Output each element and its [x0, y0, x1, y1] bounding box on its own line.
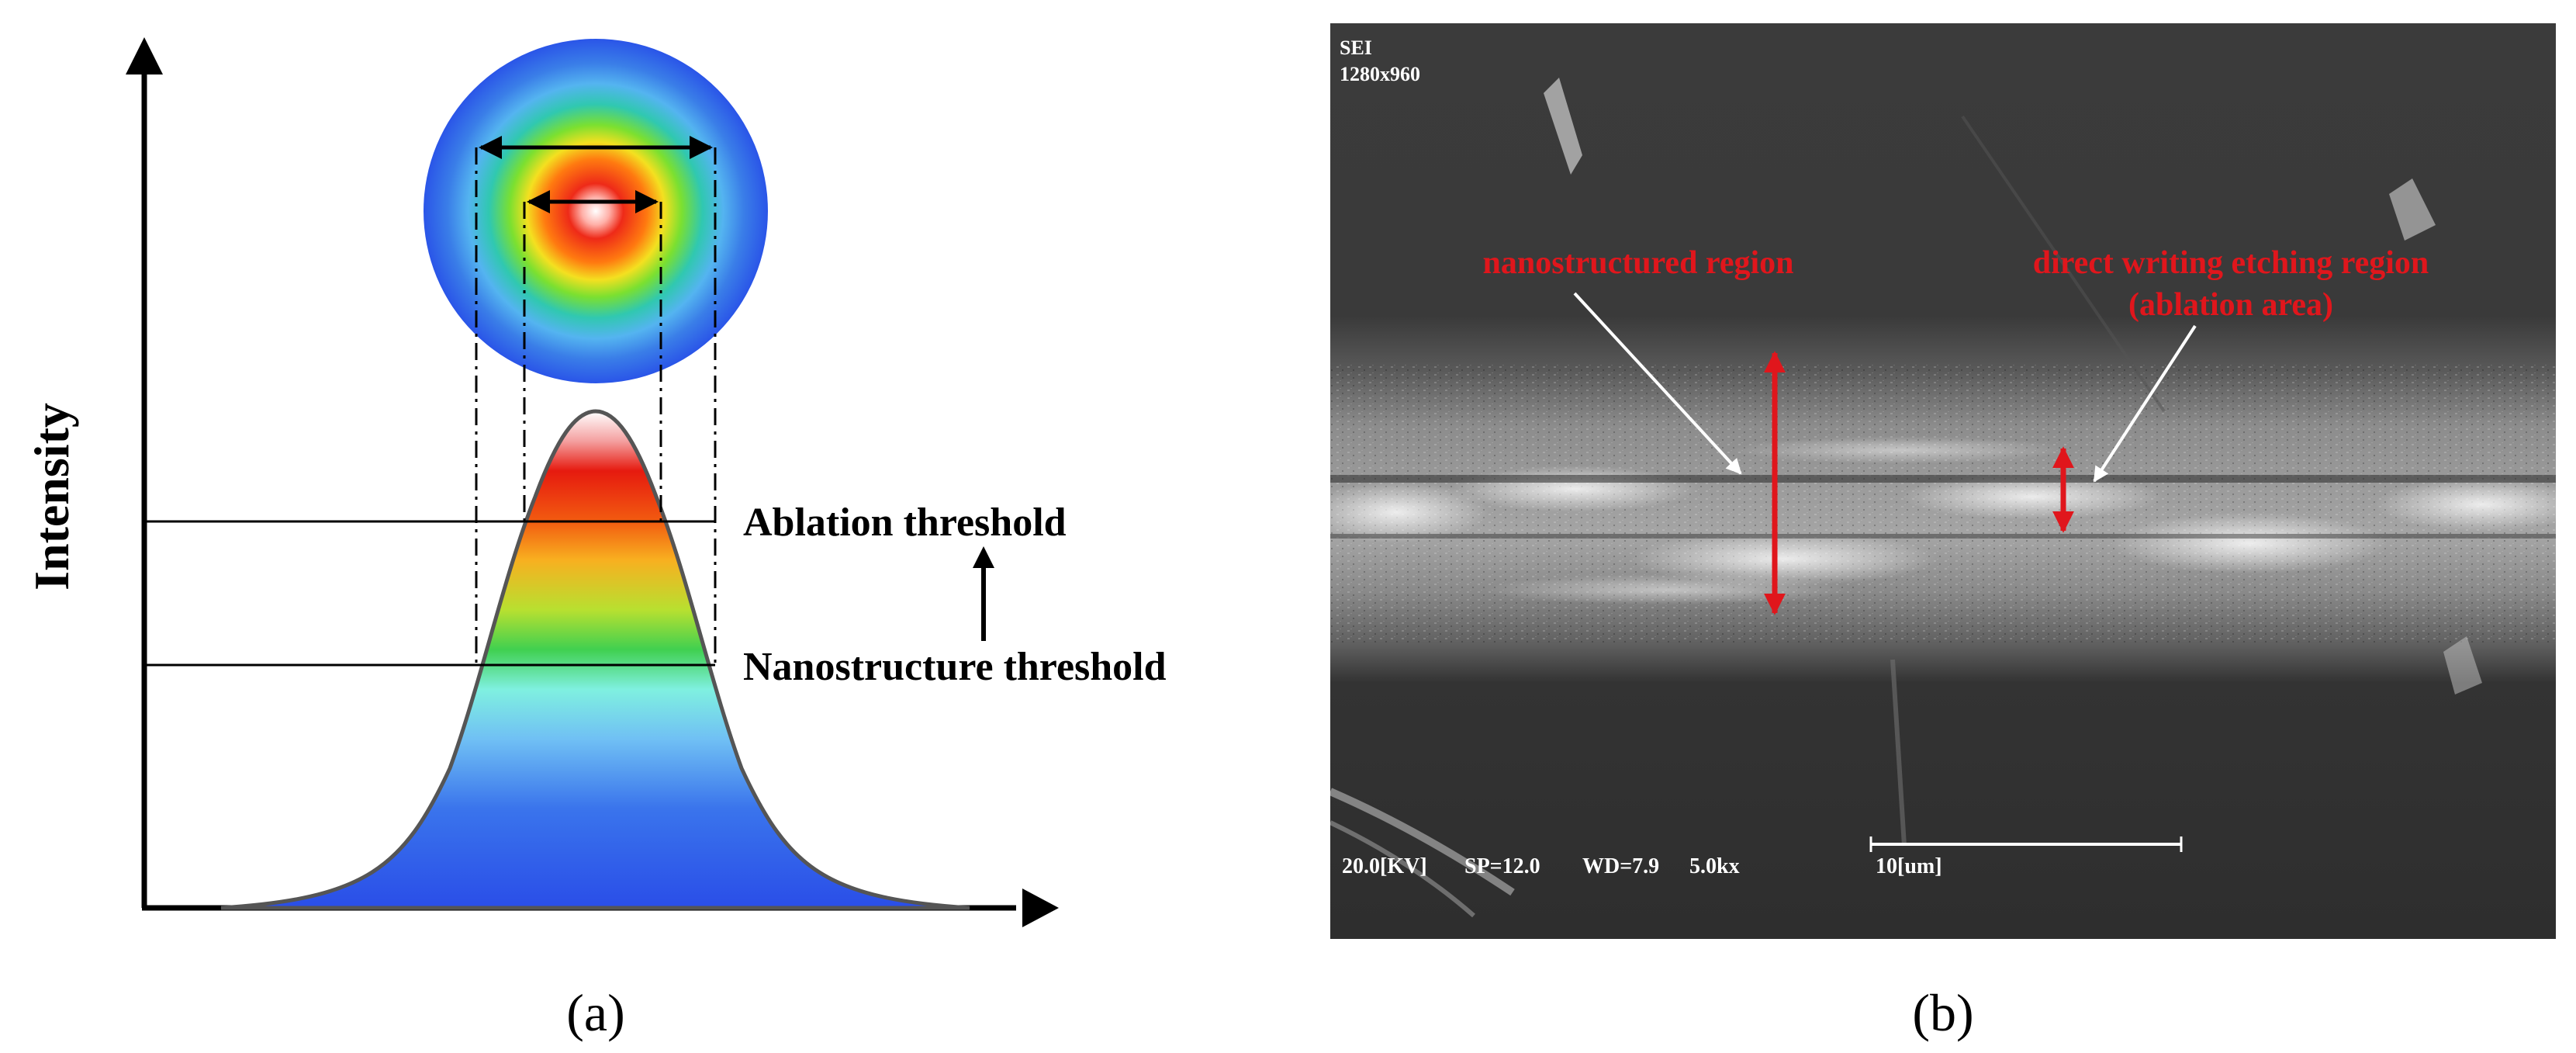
- working-distance: WD=7.9: [1582, 854, 1659, 878]
- beam-spot: [424, 39, 768, 383]
- panel-a: Intensity Ablation threshold Nanostructu…: [24, 37, 1167, 1042]
- y-axis-arrowhead: [126, 37, 163, 74]
- sem-image: [1330, 23, 2556, 939]
- nanostructured-region-label: nanostructured region: [1483, 245, 1794, 281]
- threshold-up-arrowhead: [973, 546, 994, 568]
- sem-mode: SEI: [1340, 36, 1372, 59]
- caption-a: (a): [566, 983, 624, 1042]
- accelerating-voltage: 20.0[KV]: [1342, 854, 1427, 878]
- ablation-area-label: (ablation area): [2128, 287, 2333, 323]
- x-axis-arrowhead: [1022, 888, 1059, 927]
- ablation-threshold-label: Ablation threshold: [743, 501, 1067, 545]
- projection-lines: [475, 147, 717, 665]
- sem-resolution: 1280x960: [1340, 63, 1420, 85]
- nanostructure-threshold-label: Nanostructure threshold: [743, 645, 1167, 689]
- y-axis-label: Intensity: [24, 403, 79, 591]
- spot-size: SP=12.0: [1464, 854, 1540, 878]
- nanostructured-pointer-arrow: [1573, 292, 1742, 475]
- gaussian-profile: [220, 409, 970, 910]
- panel-b: SEI 1280x960 nanostructured region direc…: [1330, 23, 2556, 1042]
- scale-bar-label: 10[um]: [1876, 854, 1942, 878]
- direct-writing-pointer-arrow: [2093, 324, 2197, 483]
- magnification: 5.0kx: [1689, 854, 1740, 878]
- direct-writing-label: direct writing etching region: [2033, 245, 2429, 281]
- caption-b: (b): [1912, 983, 1973, 1042]
